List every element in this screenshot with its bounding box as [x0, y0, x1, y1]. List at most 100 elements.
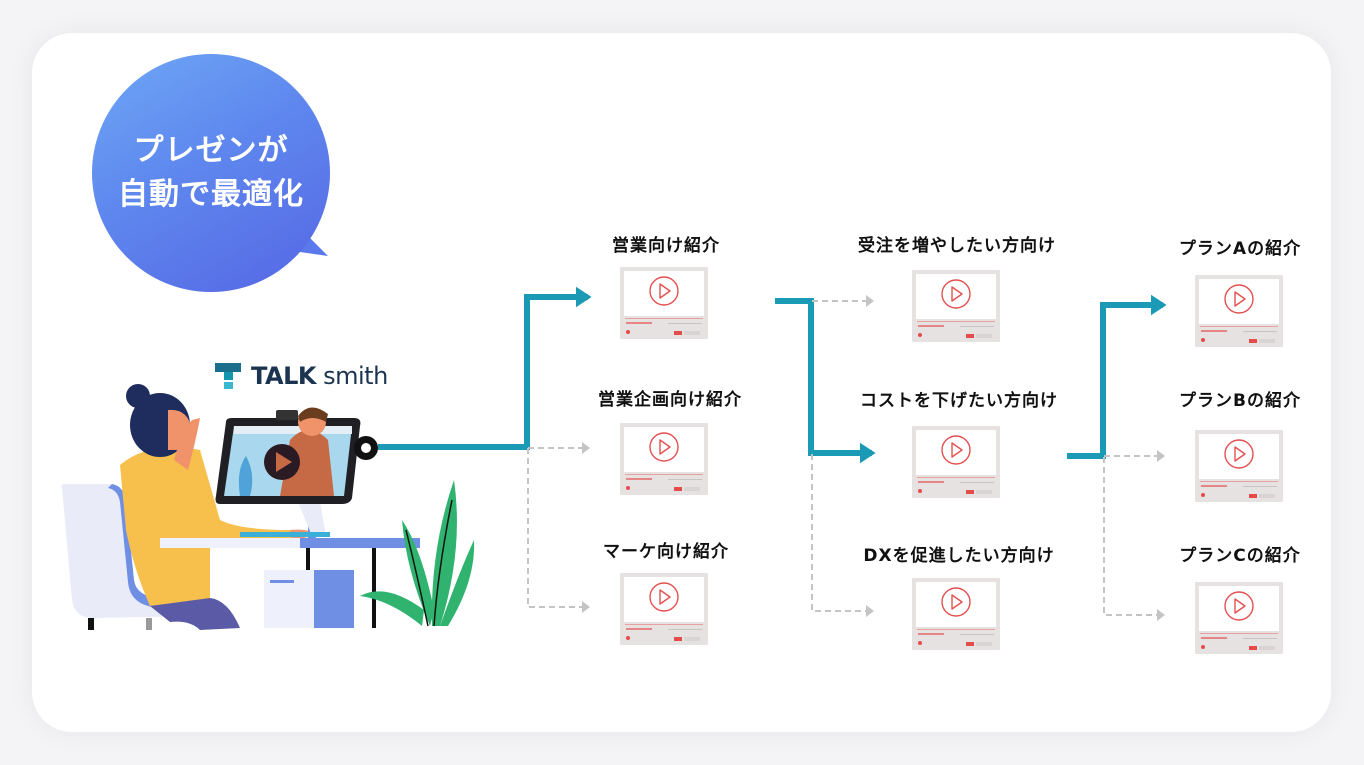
video-title-line — [1201, 637, 1227, 639]
channel-avatar — [1201, 645, 1205, 649]
bubble-line-2: 自動で最適化 — [118, 177, 304, 212]
controls-line — [960, 326, 994, 327]
channel-avatar — [918, 333, 922, 337]
video-thumbnail[interactable] — [1195, 582, 1283, 654]
video-thumbnail[interactable] — [620, 423, 708, 495]
share-button — [976, 490, 992, 494]
path-to-marke — [527, 448, 590, 613]
play-icon — [941, 279, 971, 309]
play-icon — [649, 276, 679, 306]
bubble-line-1: プレゼンが — [133, 133, 289, 168]
channel-avatar — [1201, 493, 1205, 497]
progress-bar — [917, 629, 995, 630]
controls-line — [960, 634, 994, 635]
video-screen — [916, 582, 996, 627]
subscribe-button — [1249, 339, 1257, 343]
video-title-line — [626, 628, 652, 630]
subscribe-button — [674, 331, 682, 335]
channel-avatar — [626, 486, 630, 490]
share-button — [1259, 339, 1275, 343]
play-icon — [941, 587, 971, 617]
share-button — [976, 334, 992, 338]
play-icon — [649, 582, 679, 612]
play-icon — [941, 435, 971, 465]
monitor-illustration — [215, 407, 361, 538]
play-icon — [1224, 591, 1254, 621]
video-title-line — [918, 325, 944, 327]
progress-bar — [1200, 633, 1278, 634]
progress-bar — [625, 318, 703, 319]
video-title-line — [626, 322, 652, 324]
video-thumbnail[interactable] — [912, 426, 1000, 498]
subscribe-button — [966, 490, 974, 494]
video-thumbnail[interactable] — [1195, 430, 1283, 502]
video-thumbnail[interactable] — [1195, 275, 1283, 347]
progress-bar — [1200, 481, 1278, 482]
subscribe-button — [966, 334, 974, 338]
controls-line — [668, 323, 702, 324]
node-label: マーケ向け紹介 — [603, 542, 729, 562]
woman-illustration — [120, 384, 314, 630]
path-to-cost — [775, 298, 876, 464]
subscribe-button — [966, 642, 974, 646]
path-to-dx — [811, 454, 874, 617]
node-label: コストを下げたい方向け — [860, 391, 1058, 411]
video-screen — [916, 430, 996, 475]
video-title-line — [1201, 330, 1227, 332]
progress-bar — [1200, 326, 1278, 327]
channel-avatar — [626, 330, 630, 334]
progress-bar — [625, 474, 703, 475]
node-label: プランCの紹介 — [1179, 546, 1301, 566]
video-screen — [624, 271, 704, 316]
progress-bar — [917, 321, 995, 322]
play-icon — [1224, 439, 1254, 469]
path-to-plan-a — [1067, 294, 1167, 459]
video-thumbnail[interactable] — [912, 578, 1000, 650]
subscribe-button — [674, 487, 682, 491]
node-label: プランBの紹介 — [1179, 391, 1301, 411]
video-thumbnail[interactable] — [620, 573, 708, 645]
share-button — [1259, 494, 1275, 498]
subscribe-button — [1249, 494, 1257, 498]
share-button — [684, 637, 700, 641]
share-button — [1259, 646, 1275, 650]
video-screen — [1199, 279, 1279, 324]
progress-bar — [917, 477, 995, 478]
logo-brand-bold: TALK — [251, 362, 316, 390]
plant-illustration — [360, 480, 475, 627]
play-icon — [649, 432, 679, 462]
controls-line — [668, 629, 702, 630]
node-label: 受注を増やしたい方向け — [858, 236, 1056, 256]
chair-illustration — [61, 484, 209, 630]
video-thumbnail[interactable] — [620, 267, 708, 339]
video-screen — [916, 274, 996, 319]
controls-line — [668, 479, 702, 480]
talksmith-logo-icon — [215, 363, 241, 389]
desk-illustration — [160, 538, 420, 628]
share-button — [684, 331, 700, 335]
path-to-eigyo — [378, 286, 592, 450]
video-screen — [1199, 586, 1279, 631]
video-title-line — [918, 481, 944, 483]
video-title-line — [1201, 485, 1227, 487]
speech-bubble: プレゼンが 自動で最適化 — [92, 54, 330, 292]
controls-line — [1243, 638, 1277, 639]
channel-avatar — [626, 636, 630, 640]
node-label: 営業向け紹介 — [612, 236, 720, 256]
logo-brand-light: smith — [323, 362, 388, 390]
video-thumbnail[interactable] — [912, 270, 1000, 342]
node-label: プランAの紹介 — [1178, 239, 1302, 259]
progress-bar — [625, 624, 703, 625]
node-label: DXを促進したい方向け — [863, 546, 1055, 566]
video-screen — [624, 427, 704, 472]
video-call-illustration — [61, 384, 475, 630]
video-screen — [1199, 434, 1279, 479]
path-to-plan-c — [1103, 457, 1165, 621]
channel-avatar — [1201, 338, 1205, 342]
controls-line — [1243, 486, 1277, 487]
video-title-line — [918, 633, 944, 635]
channel-avatar — [918, 489, 922, 493]
node-label: 営業企画向け紹介 — [598, 390, 742, 410]
share-button — [684, 487, 700, 491]
share-button — [976, 642, 992, 646]
